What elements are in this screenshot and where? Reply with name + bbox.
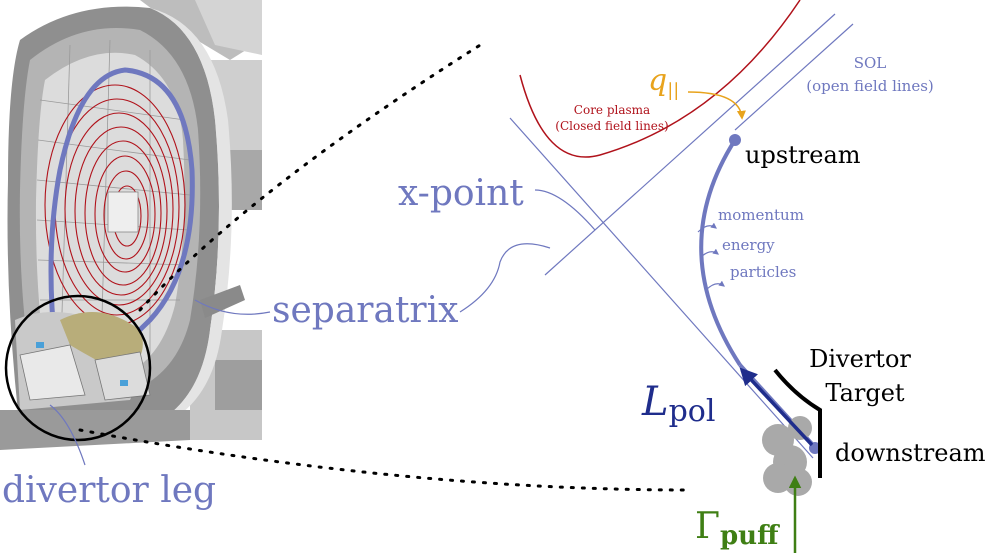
tokamak-cutaway-image — [0, 0, 262, 553]
upstream-label: upstream — [745, 141, 861, 169]
upstream-point — [729, 134, 741, 146]
particles-label: particles — [730, 263, 796, 281]
divertor-leg-leader — [49, 404, 86, 466]
divertor-target-plate — [773, 368, 822, 478]
sol-label-1: SOL — [854, 54, 887, 72]
separatrix-leg-right — [544, 13, 836, 276]
momentum-label: momentum — [718, 206, 804, 224]
sol-label-2: (open field lines) — [806, 77, 934, 95]
separatrix-leader-right — [459, 243, 551, 313]
l-pol-label: Lpol — [641, 379, 715, 429]
particles-arrow — [705, 280, 725, 291]
core-plasma-label-1: Core plasma — [574, 103, 650, 117]
core-plasma-label-2: (Closed field lines) — [555, 119, 668, 133]
gas-puff-cloud — [762, 416, 812, 496]
x-point-label: x-point — [398, 173, 524, 214]
energy-label: energy — [722, 236, 775, 254]
x-point-leader — [534, 189, 596, 231]
divertor-target-label-2: Target — [825, 379, 904, 407]
l-pol-arrow — [739, 367, 814, 447]
zoom-line-top — [138, 40, 487, 312]
separatrix-leg-left — [509, 117, 814, 459]
divertor-target-label-1: Divertor — [809, 345, 911, 373]
q-parallel-label: q|| — [648, 63, 679, 101]
zoom-line-bottom — [78, 428, 692, 492]
q-parallel-arrow — [687, 91, 746, 120]
sol-field-line — [734, 23, 854, 131]
downstream-label: downstream — [835, 439, 986, 467]
energy-arrow — [699, 248, 719, 259]
separatrix-label: separatrix — [272, 290, 458, 331]
separatrix-leader — [194, 299, 271, 315]
momentum-arrow — [697, 222, 717, 233]
divertor-leg-label: divertor leg — [2, 470, 216, 511]
core-plasma-boundary — [519, 0, 801, 158]
sol-flux-tube — [699, 138, 742, 367]
gamma-puff-label: Γpuff — [695, 506, 780, 551]
